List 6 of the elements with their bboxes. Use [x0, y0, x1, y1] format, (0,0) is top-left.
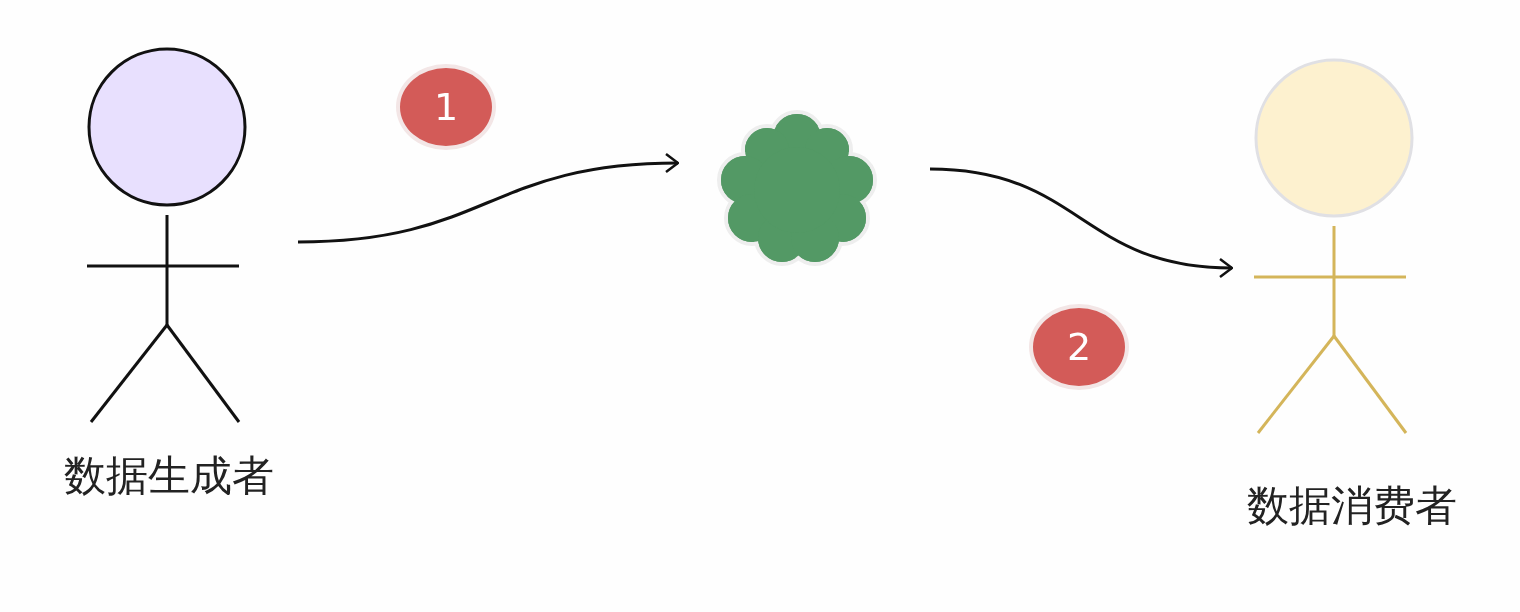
arrow [297, 153, 680, 244]
number-badge: 1 [396, 64, 496, 150]
arrow [929, 167, 1234, 278]
number-badge: 2 [1029, 304, 1129, 390]
person-label: 数据生成者 [64, 450, 274, 502]
person-label: 数据消费者 [1247, 480, 1457, 532]
